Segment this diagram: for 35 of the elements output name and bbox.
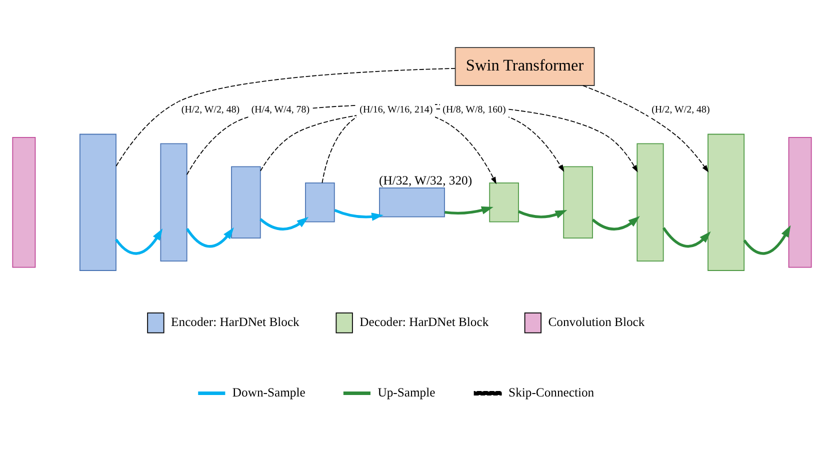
arrow	[582, 85, 709, 172]
node-box	[788, 136, 812, 268]
edge-label: (H/4, W/4, 78)	[251, 104, 310, 116]
node-box	[489, 182, 519, 222]
arrow	[743, 225, 791, 255]
edge-label: (H/8, W/8, 160)	[442, 104, 506, 116]
node-box	[12, 136, 36, 268]
arrow	[662, 227, 711, 248]
node-box	[231, 166, 261, 238]
node-box	[160, 143, 188, 262]
arrow	[260, 216, 309, 230]
arrow	[186, 227, 234, 248]
node-box	[305, 182, 335, 222]
edge-label: (H/16, W/16, 214)	[360, 104, 433, 116]
legend-label: Down-Sample	[232, 386, 306, 400]
node-label: (H/32, W/32, 320)	[379, 174, 472, 188]
node-box	[708, 134, 745, 271]
legend-label: Decoder: HarDNet Block	[360, 315, 489, 330]
arrow	[334, 208, 384, 221]
node-box	[563, 166, 593, 238]
legend-label: Convolution Block	[548, 315, 645, 330]
arrow	[444, 206, 494, 215]
node-box	[636, 143, 664, 262]
legend-label: Up-Sample	[378, 386, 436, 400]
arrow	[114, 228, 163, 255]
connector	[116, 68, 456, 167]
legend-label: Skip-Connection	[508, 386, 594, 400]
arrow	[518, 210, 568, 218]
edge-label: (H/2, W/2, 48)	[652, 104, 710, 116]
node-box	[379, 188, 445, 218]
node-box	[79, 134, 116, 271]
legend-label: Encoder: HarDNet Block	[171, 315, 300, 330]
arrow	[592, 216, 640, 230]
node-box: Swin Transformer	[454, 47, 595, 86]
edge-label: (H/2, W/2, 48)	[181, 104, 240, 116]
